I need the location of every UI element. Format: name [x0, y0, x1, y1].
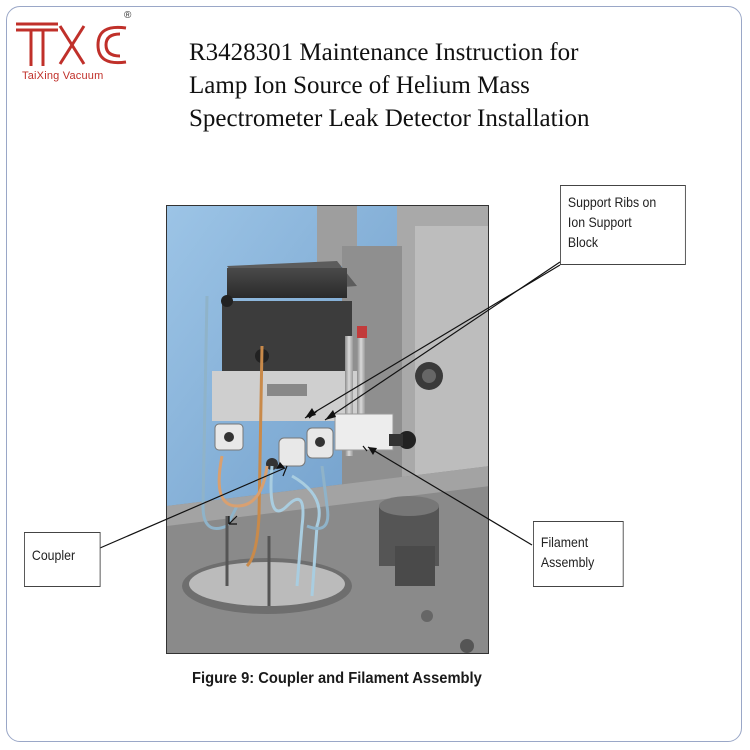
- coupler-filament-figure: [166, 205, 489, 654]
- filament-callout: Filament Assembly: [533, 521, 624, 587]
- brand-name: TaiXing Vacuum: [22, 70, 104, 82]
- figure-illustration: [167, 206, 488, 653]
- title-line-2: Lamp Ion Source of Helium Mass: [189, 72, 530, 99]
- support-ribs-callout: Support Ribs on Ion Support Block: [560, 185, 686, 265]
- registered-mark: ®: [124, 10, 132, 21]
- support-ribs-line-3: Block: [567, 234, 599, 250]
- support-ribs-line-2: Ion Support: [567, 214, 632, 230]
- filament-line-1: Filament: [540, 534, 589, 550]
- filament-line-2: Assembly: [540, 554, 595, 570]
- support-ribs-line-1: Support Ribs on: [567, 194, 657, 210]
- taixing-logo: [16, 22, 127, 66]
- coupler-callout: Coupler: [24, 532, 101, 587]
- coupler-label: Coupler: [31, 547, 76, 563]
- page-title: R3428301 Maintenance Instruction for Lam…: [189, 36, 709, 135]
- title-line-3: Spectrometer Leak Detector Installation: [189, 105, 590, 132]
- page-frame: [6, 6, 742, 742]
- figure-caption: Figure 9: Coupler and Filament Assembly: [192, 670, 482, 687]
- title-line-1: R3428301 Maintenance Instruction for: [189, 39, 579, 66]
